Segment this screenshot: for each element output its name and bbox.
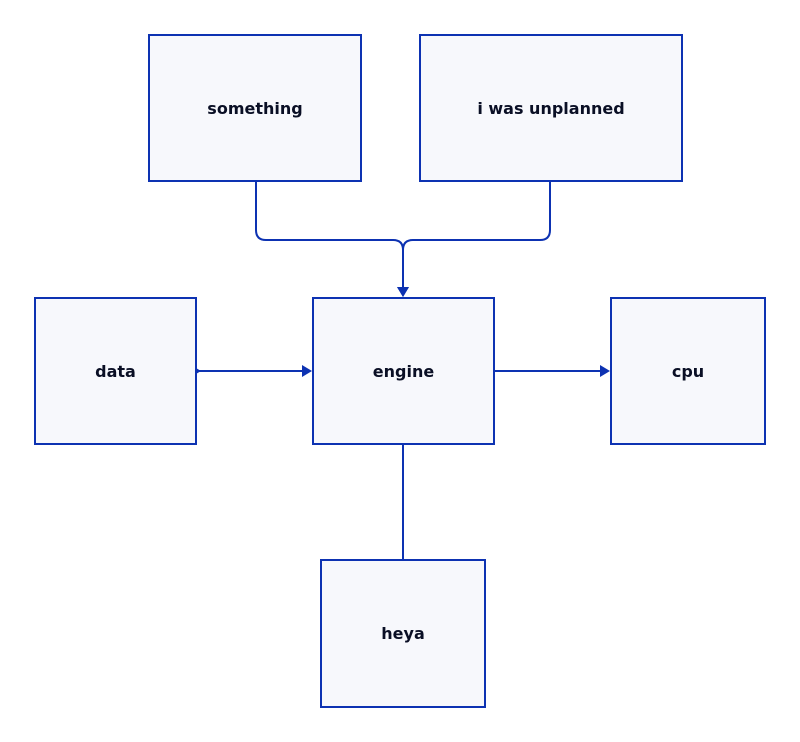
node-something[interactable]: something (148, 34, 362, 182)
node-data-label: data (95, 361, 136, 381)
edge-something-to-engine (255, 182, 409, 297)
node-i-was-unplanned[interactable]: i was unplanned (419, 34, 683, 182)
edge-unplanned-to-engine (397, 182, 551, 297)
node-engine[interactable]: engine (312, 297, 495, 445)
node-i-was-unplanned-label: i was unplanned (477, 98, 625, 118)
node-cpu-label: cpu (671, 361, 705, 381)
node-data[interactable]: data (34, 297, 197, 445)
node-cpu[interactable]: cpu (610, 297, 766, 445)
node-engine-label: engine (372, 361, 435, 381)
node-something-label: something (207, 98, 303, 118)
node-heya[interactable]: heya (320, 559, 486, 708)
node-heya-label: heya (381, 624, 425, 643)
